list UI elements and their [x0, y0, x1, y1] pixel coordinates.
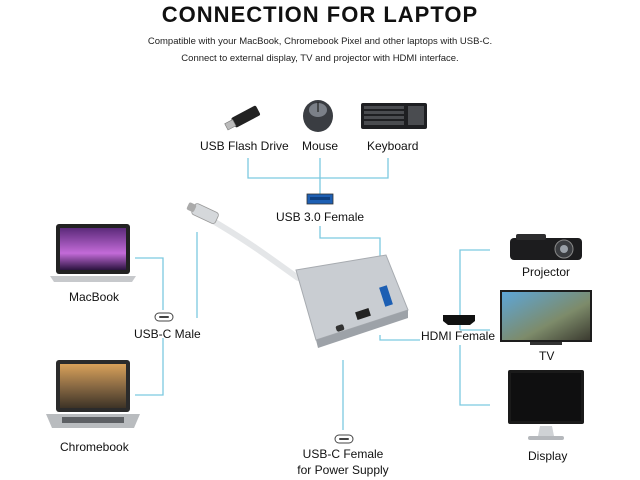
chromebook-icon	[46, 360, 140, 428]
usb-flash-drive-icon	[224, 105, 261, 131]
projector-icon	[510, 234, 582, 260]
keyboard-icon	[361, 103, 427, 129]
page-title: CONNECTION FOR LAPTOP	[161, 2, 479, 27]
hdmi-label: HDMI Female	[421, 329, 496, 343]
top-bracket-line	[247, 158, 389, 179]
adapter-to-hdmi-line	[379, 335, 420, 341]
hdmi-port-icon	[443, 315, 475, 325]
mouse-label: Mouse	[302, 139, 339, 153]
macbook-line	[135, 257, 164, 310]
chromebook-label: Chromebook	[60, 440, 129, 454]
usb-flash-drive-label: USB Flash Drive	[200, 139, 289, 153]
projector-label: Projector	[522, 265, 571, 279]
display-line	[459, 345, 490, 406]
display-label: Display	[528, 449, 568, 463]
power-supply-label: for Power Supply	[297, 463, 389, 477]
tv-label: TV	[539, 349, 555, 363]
keyboard-label: Keyboard	[367, 139, 419, 153]
subtitle-line-2: Connect to external display, TV and proj…	[181, 53, 459, 64]
usb-c-female-label: USB-C Female	[302, 447, 384, 461]
mouse-icon	[303, 100, 333, 132]
macbook-label: MacBook	[69, 290, 120, 304]
tv-icon	[500, 290, 592, 345]
display-icon	[508, 370, 584, 440]
usb3-port-icon	[306, 193, 334, 205]
projector-line	[459, 249, 490, 330]
usb-c-male-label: USB-C Male	[134, 327, 201, 341]
macbook-icon	[50, 224, 136, 282]
subtitle-line-1: Compatible with your MacBook, Chromebook…	[147, 36, 493, 47]
usb-c-male-icon	[154, 312, 174, 322]
chromebook-line	[135, 338, 164, 396]
usb-c-hub-adapter	[186, 202, 409, 348]
usb3-label: USB 3.0 Female	[276, 210, 365, 224]
usb-c-female-icon	[334, 434, 354, 444]
